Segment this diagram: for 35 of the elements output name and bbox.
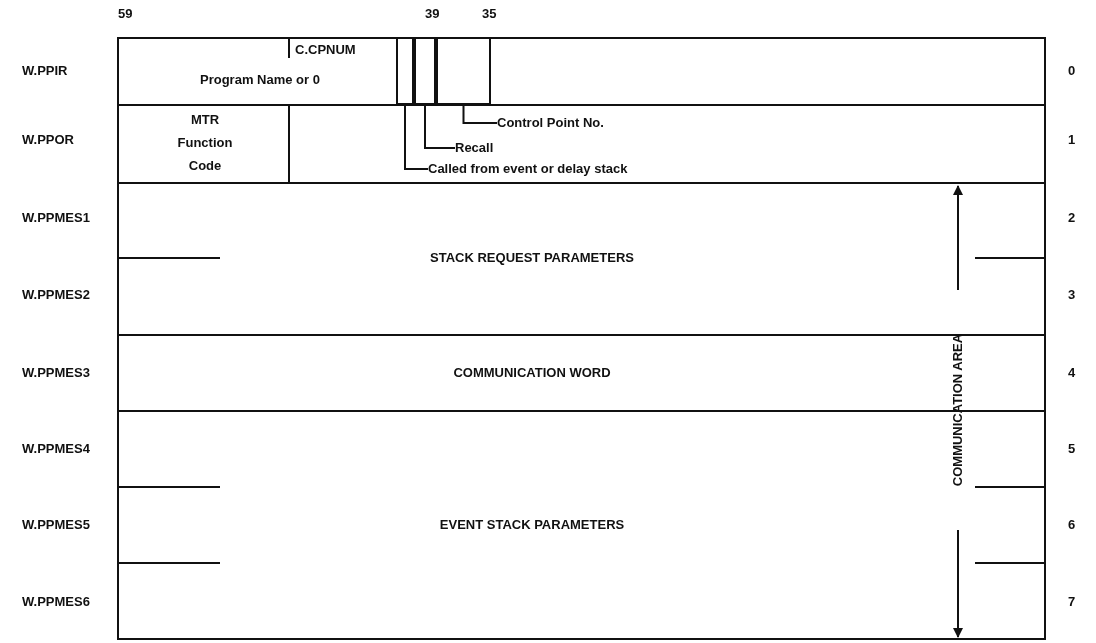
bit-number: 35	[482, 6, 497, 22]
row-name: W.PPMES3	[22, 365, 90, 381]
leader-line	[462, 104, 498, 124]
callout-text: Called from event or delay stack	[428, 161, 628, 177]
bit-number: 59	[118, 6, 133, 22]
bit-number: 39	[425, 6, 440, 22]
leader-line	[404, 104, 429, 170]
row-name: W.PPMES4	[22, 441, 90, 457]
row-name: W.PPOR	[22, 132, 74, 148]
field-label: STACK REQUEST PARAMETERS	[430, 250, 634, 266]
word-number: 5	[1068, 441, 1076, 457]
field-label: COMMUNICATION WORD	[453, 365, 611, 381]
row-name: W.PPIR	[22, 63, 68, 79]
row-name: W.PPMES6	[22, 594, 90, 610]
row-name: W.PPMES5	[22, 517, 90, 533]
word-number: 6	[1068, 517, 1076, 533]
callout-text: Control Point No.	[497, 115, 604, 131]
leader-line	[424, 104, 456, 149]
word-number: 0	[1068, 63, 1076, 79]
bit-field	[414, 37, 436, 105]
field-label: Program Name or 0	[200, 72, 320, 88]
word-number: 4	[1068, 365, 1076, 381]
bit-field	[436, 37, 491, 105]
bit-field	[396, 37, 414, 105]
word-number: 2	[1068, 210, 1076, 226]
row-name: W.PPMES1	[22, 210, 90, 226]
word-number: 1	[1068, 132, 1076, 148]
field-label: EVENT STACK PARAMETERS	[439, 517, 625, 533]
field-label: C.CPNUM	[295, 42, 356, 58]
word-number: 7	[1068, 594, 1076, 610]
word-number: 3	[1068, 287, 1076, 303]
dimension-label: COMMUNICATION AREA	[950, 333, 966, 487]
callout-text: Recall	[455, 140, 494, 156]
row-name: W.PPMES2	[22, 287, 90, 303]
field-label: MTR Function Code	[170, 108, 240, 177]
